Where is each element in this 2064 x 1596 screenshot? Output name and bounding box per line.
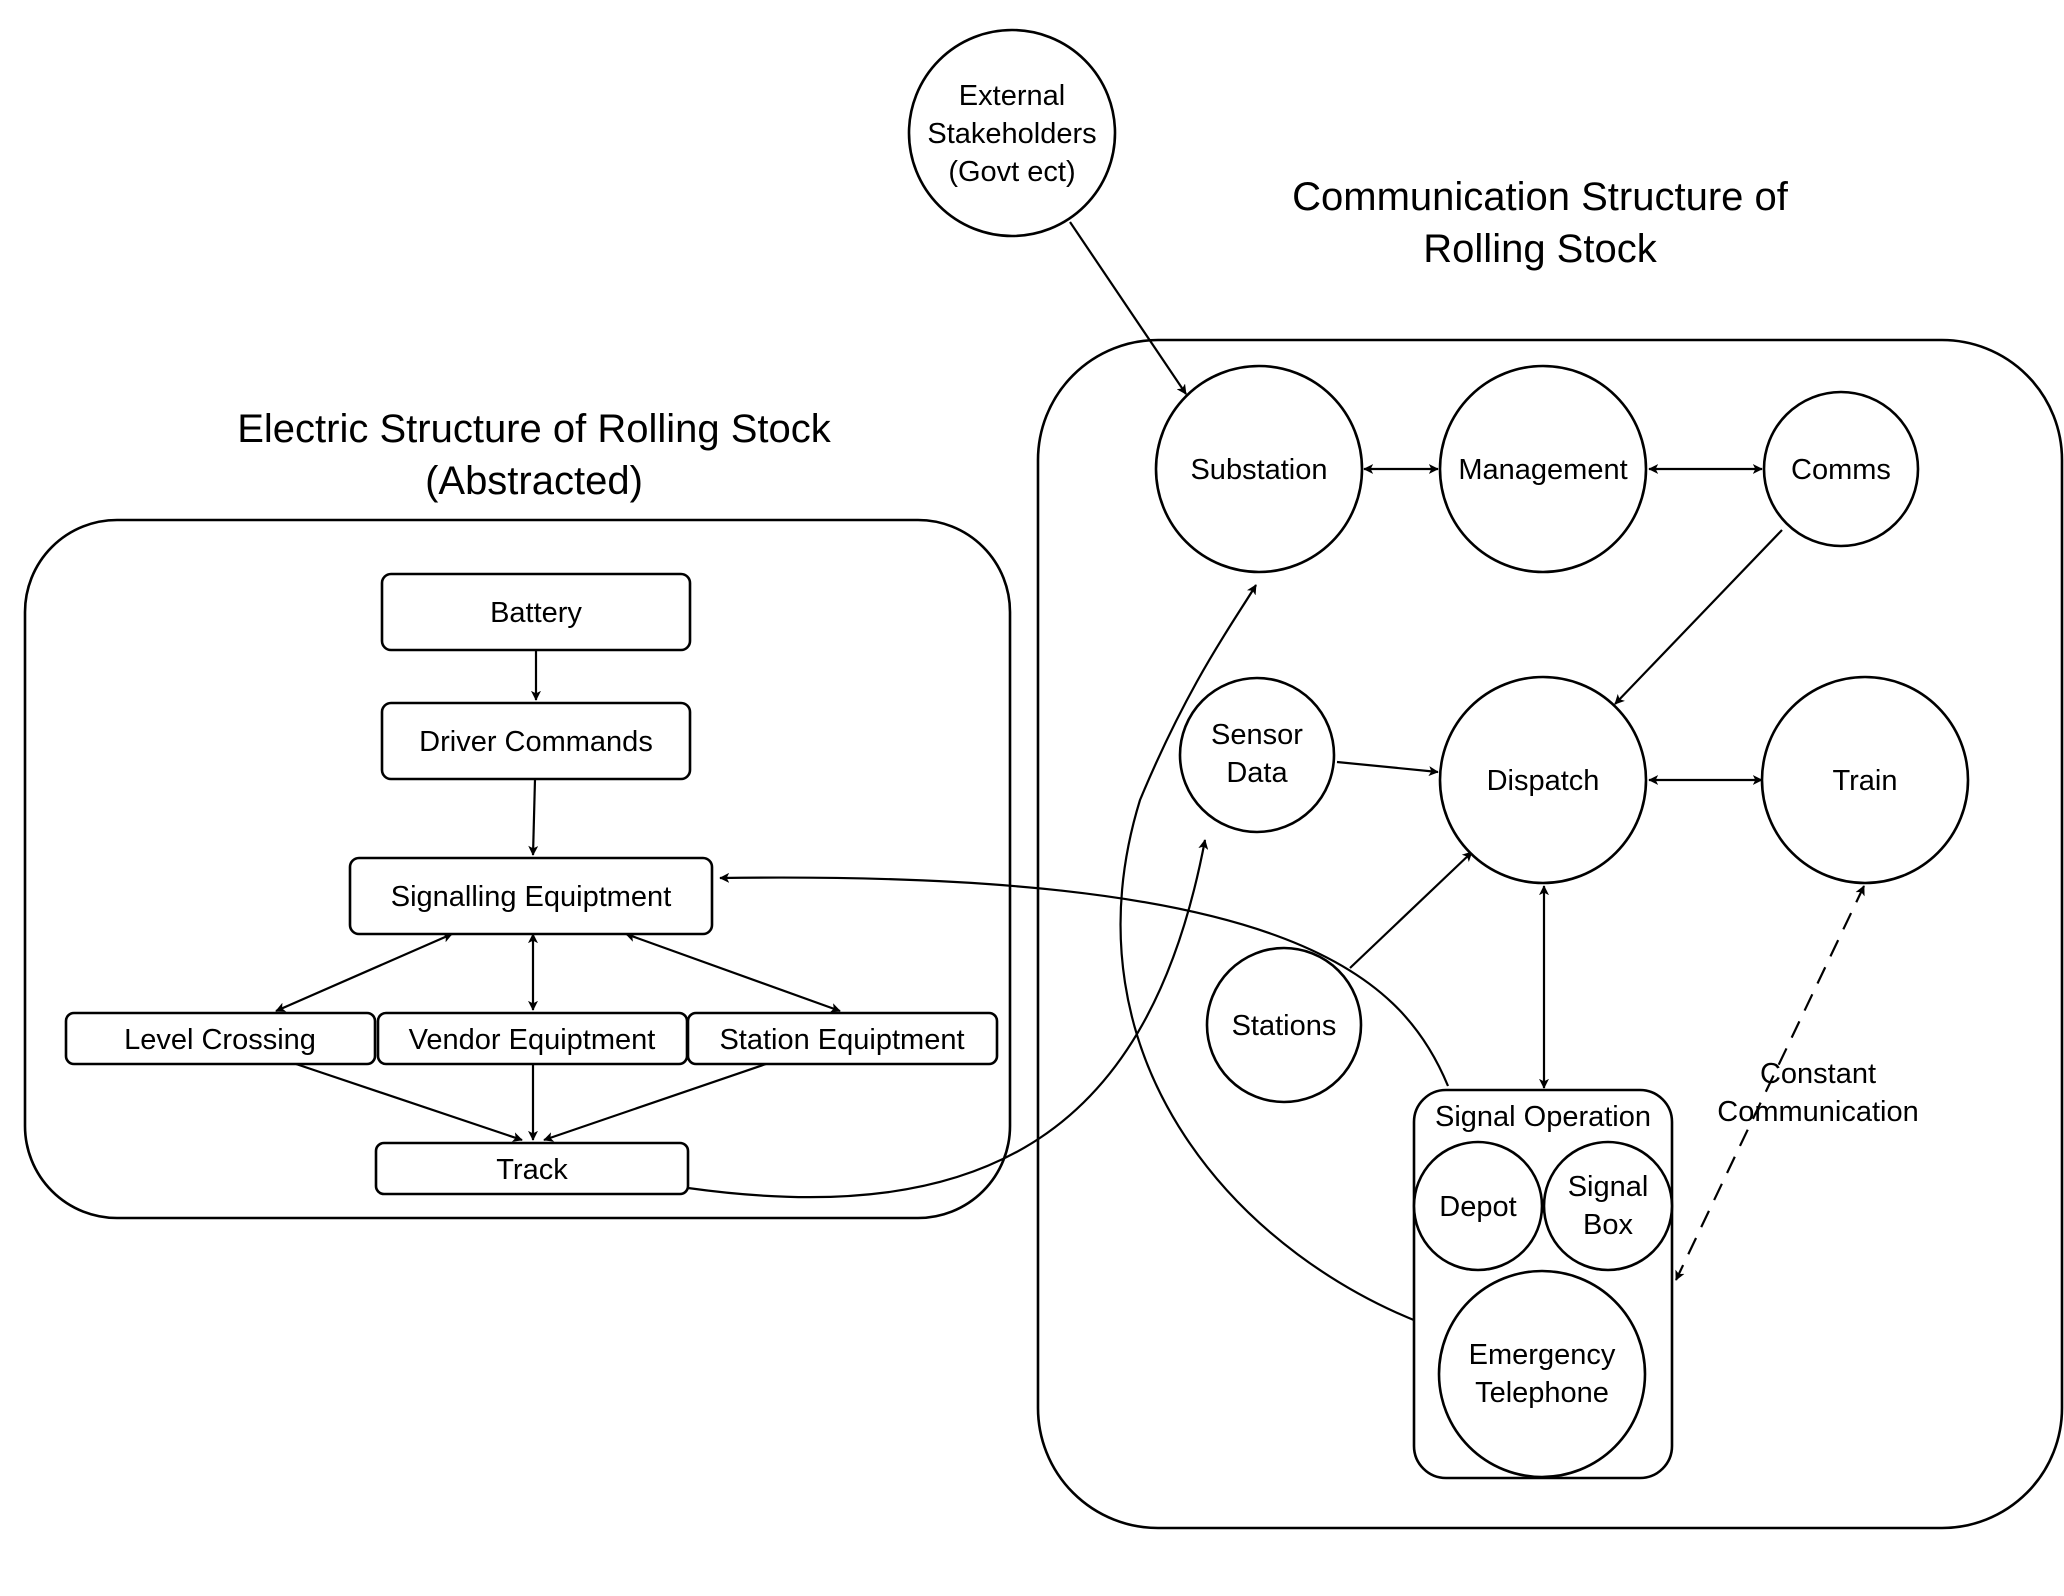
signal-box-line1: Signal bbox=[1568, 1171, 1649, 1203]
constant-communication-line1: Constant bbox=[1760, 1058, 1876, 1090]
driver-commands-label: Driver Commands bbox=[419, 726, 653, 758]
communication-title-line2: Rolling Stock bbox=[1423, 227, 1657, 271]
signalling-equipment-label: Signalling Equiptment bbox=[391, 881, 672, 913]
vendor-equipment-label: Vendor Equiptment bbox=[409, 1024, 656, 1056]
emergency-line2: Telephone bbox=[1475, 1377, 1609, 1409]
substation-label: Substation bbox=[1190, 454, 1327, 486]
depot-node: Depot bbox=[1412, 1140, 1544, 1272]
external-stakeholders-node: External Stakeholders (Govt ect) bbox=[907, 28, 1117, 238]
level-crossing-node: Level Crossing bbox=[64, 1011, 377, 1066]
external-line3: (Govt ect) bbox=[948, 156, 1075, 188]
battery-node: Battery bbox=[380, 572, 692, 652]
vendor-equipment-node: Vendor Equiptment bbox=[376, 1011, 689, 1066]
battery-label: Battery bbox=[490, 597, 582, 629]
emergency-line1: Emergency bbox=[1469, 1339, 1616, 1371]
stations-node: Stations bbox=[1205, 946, 1363, 1104]
sensor-data-line2: Data bbox=[1226, 757, 1288, 789]
external-line2: Stakeholders bbox=[927, 118, 1096, 150]
driver-commands-node: Driver Commands bbox=[380, 701, 692, 781]
electric-title-line2: (Abstracted) bbox=[425, 459, 643, 503]
dispatch-label: Dispatch bbox=[1487, 765, 1600, 797]
comms-node: Comms bbox=[1762, 390, 1920, 548]
emergency-telephone-node: Emergency Telephone bbox=[1437, 1269, 1647, 1479]
comms-label: Comms bbox=[1791, 454, 1891, 486]
sensor-data-node: Sensor Data bbox=[1178, 676, 1336, 834]
constant-communication-line2: Communication bbox=[1717, 1096, 1918, 1128]
edge-comms-to-dispatch bbox=[1614, 529, 1783, 705]
level-crossing-label: Level Crossing bbox=[124, 1024, 316, 1056]
edge-signalling-station-equipment bbox=[625, 932, 841, 1013]
edge-emergency-telephone-to-substation bbox=[1119, 584, 1441, 1332]
track-label: Track bbox=[496, 1154, 568, 1186]
edge-external-to-substation bbox=[1069, 221, 1187, 395]
sensor-data-line1: Sensor bbox=[1211, 719, 1303, 751]
depot-label: Depot bbox=[1439, 1191, 1516, 1223]
stations-label: Stations bbox=[1232, 1010, 1337, 1042]
management-label: Management bbox=[1458, 454, 1627, 486]
edge-signal-operation-to-signalling bbox=[719, 872, 1450, 1087]
edge-track-to-sensor-data bbox=[687, 839, 1209, 1199]
edge-signalling-level-crossing bbox=[275, 932, 453, 1013]
signalling-equipment-node: Signalling Equiptment bbox=[348, 856, 714, 936]
electric-title-line1: Electric Structure of Rolling Stock bbox=[237, 407, 832, 451]
station-equipment-label: Station Equiptment bbox=[719, 1024, 964, 1056]
edge-train-signal-operation-dashed bbox=[1675, 885, 1865, 1281]
substation-node: Substation bbox=[1154, 364, 1364, 574]
train-label: Train bbox=[1833, 765, 1898, 797]
edge-stations-to-dispatch bbox=[1349, 851, 1473, 969]
communication-structure-group bbox=[1036, 338, 2064, 1530]
track-node: Track bbox=[374, 1141, 690, 1196]
edge-level-crossing-to-track bbox=[295, 1062, 523, 1142]
station-equipment-node: Station Equiptment bbox=[686, 1011, 999, 1066]
train-node: Train bbox=[1760, 675, 1970, 885]
dispatch-node: Dispatch bbox=[1438, 675, 1648, 885]
edge-station-equipment-to-track bbox=[543, 1062, 767, 1142]
external-line1: External bbox=[959, 80, 1065, 112]
electric-structure-group bbox=[23, 518, 1012, 1220]
signal-box-line2: Box bbox=[1583, 1209, 1633, 1241]
signal-box-node: Signal Box bbox=[1542, 1140, 1674, 1272]
signal-operation-label: Signal Operation bbox=[1435, 1101, 1651, 1133]
communication-title-line1: Communication Structure of bbox=[1292, 175, 1789, 219]
edge-sensor-data-to-dispatch bbox=[1336, 760, 1439, 777]
management-node: Management bbox=[1438, 364, 1648, 574]
edge-driver-commands-to-signalling bbox=[528, 778, 539, 856]
